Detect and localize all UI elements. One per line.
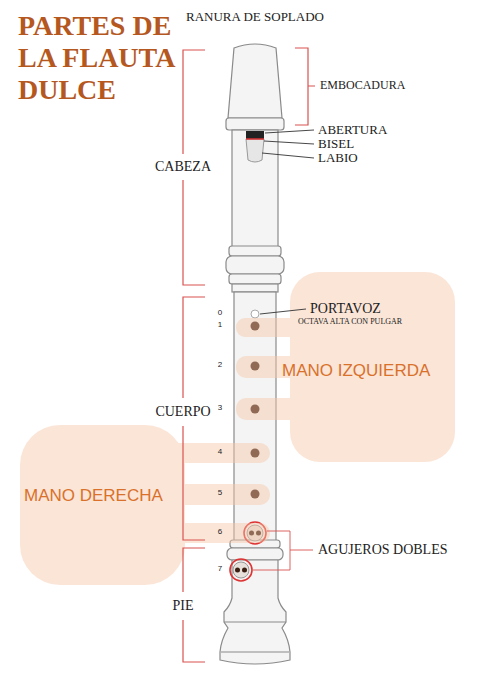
callout-number: 5: [218, 489, 222, 498]
section-name: CABEZA: [152, 159, 214, 174]
part-name: ABERTURA: [318, 123, 387, 137]
callout-number: 6: [218, 528, 222, 537]
part-name: AGUJEROS DOBLES: [318, 542, 448, 557]
section-name: PIE: [170, 598, 197, 613]
brackets: [183, 48, 315, 662]
part-name: RANURA DE SOPLADO: [186, 10, 324, 24]
section-name: CUERPO: [152, 404, 213, 419]
diagram-title: PARTES DE LA FLAUTA DULCE: [18, 10, 183, 106]
callout-number: 4: [218, 448, 222, 457]
leader-lines: [253, 130, 314, 570]
hand-name: MANO DERECHA: [24, 487, 163, 506]
part-name: EMBOCADURA: [320, 79, 405, 92]
window-and-lip: [246, 131, 264, 162]
callout-number: 7: [218, 565, 222, 574]
part-name: BISEL: [318, 137, 354, 151]
callout-number: 0: [218, 309, 222, 318]
part-name: LABIO: [318, 151, 358, 165]
right-hand: [20, 425, 270, 585]
part-note: OCTAVA ALTA CON PULGAR: [298, 318, 402, 327]
left-hand: [236, 272, 455, 462]
recorder-body: [220, 44, 290, 664]
hand-name: MANO IZQUIERDA: [282, 362, 430, 381]
part-name: PORTAVOZ: [310, 301, 381, 316]
callout-number: 2: [218, 361, 222, 370]
callout-number: 1: [218, 321, 222, 330]
callout-number: 3: [218, 404, 222, 413]
